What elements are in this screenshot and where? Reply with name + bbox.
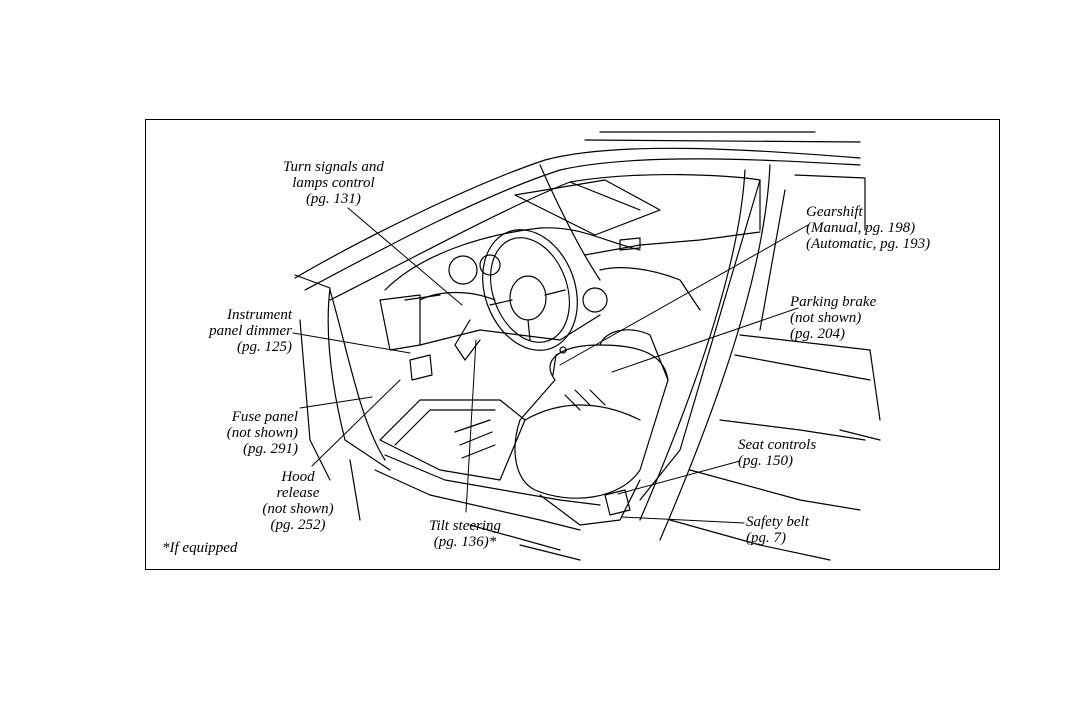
leader-tilt-steering (465, 339, 477, 513)
label-gearshift: Gearshift (Manual, pg. 198) (Automatic, … (806, 204, 931, 252)
b-pillar (604, 164, 771, 541)
label-hood-release: Hood release (not shown) (pg. 252) (262, 469, 334, 533)
leader-lines (292, 207, 809, 524)
leader-hood-release (311, 379, 401, 467)
leader-instrument-dimmer (292, 332, 411, 354)
windshield-frame (294, 131, 861, 301)
footnote: *If equipped (162, 540, 238, 556)
leader-safety-belt (621, 516, 745, 524)
dashboard (379, 227, 761, 381)
label-instrument-dimmer: Instrument panel dimmer (pg. 125) (209, 307, 292, 355)
leader-gearshift (559, 224, 809, 366)
rear-door (669, 174, 881, 561)
door-frame (294, 274, 391, 481)
diagram-frame (145, 119, 1000, 570)
label-seat-controls: Seat controls (pg. 150) (738, 437, 817, 469)
label-safety-belt: Safety belt (pg. 7) (746, 514, 809, 546)
gearshift-lever (552, 346, 567, 376)
leader-seat-controls (617, 460, 741, 495)
leader-fuse-panel (299, 396, 373, 409)
leader-parking-brake (611, 307, 799, 373)
label-tilt-steering: Tilt steering (pg. 136)* (428, 518, 502, 550)
steering-wheel (454, 229, 578, 361)
label-fuse-panel: Fuse panel (not shown) (pg. 291) (226, 409, 298, 457)
label-turn-signals: Turn signals and lamps control (pg. 131) (283, 159, 384, 207)
leader-turn-signals (347, 207, 463, 306)
label-parking-brake: Parking brake (not shown) (pg. 204) (790, 294, 877, 342)
